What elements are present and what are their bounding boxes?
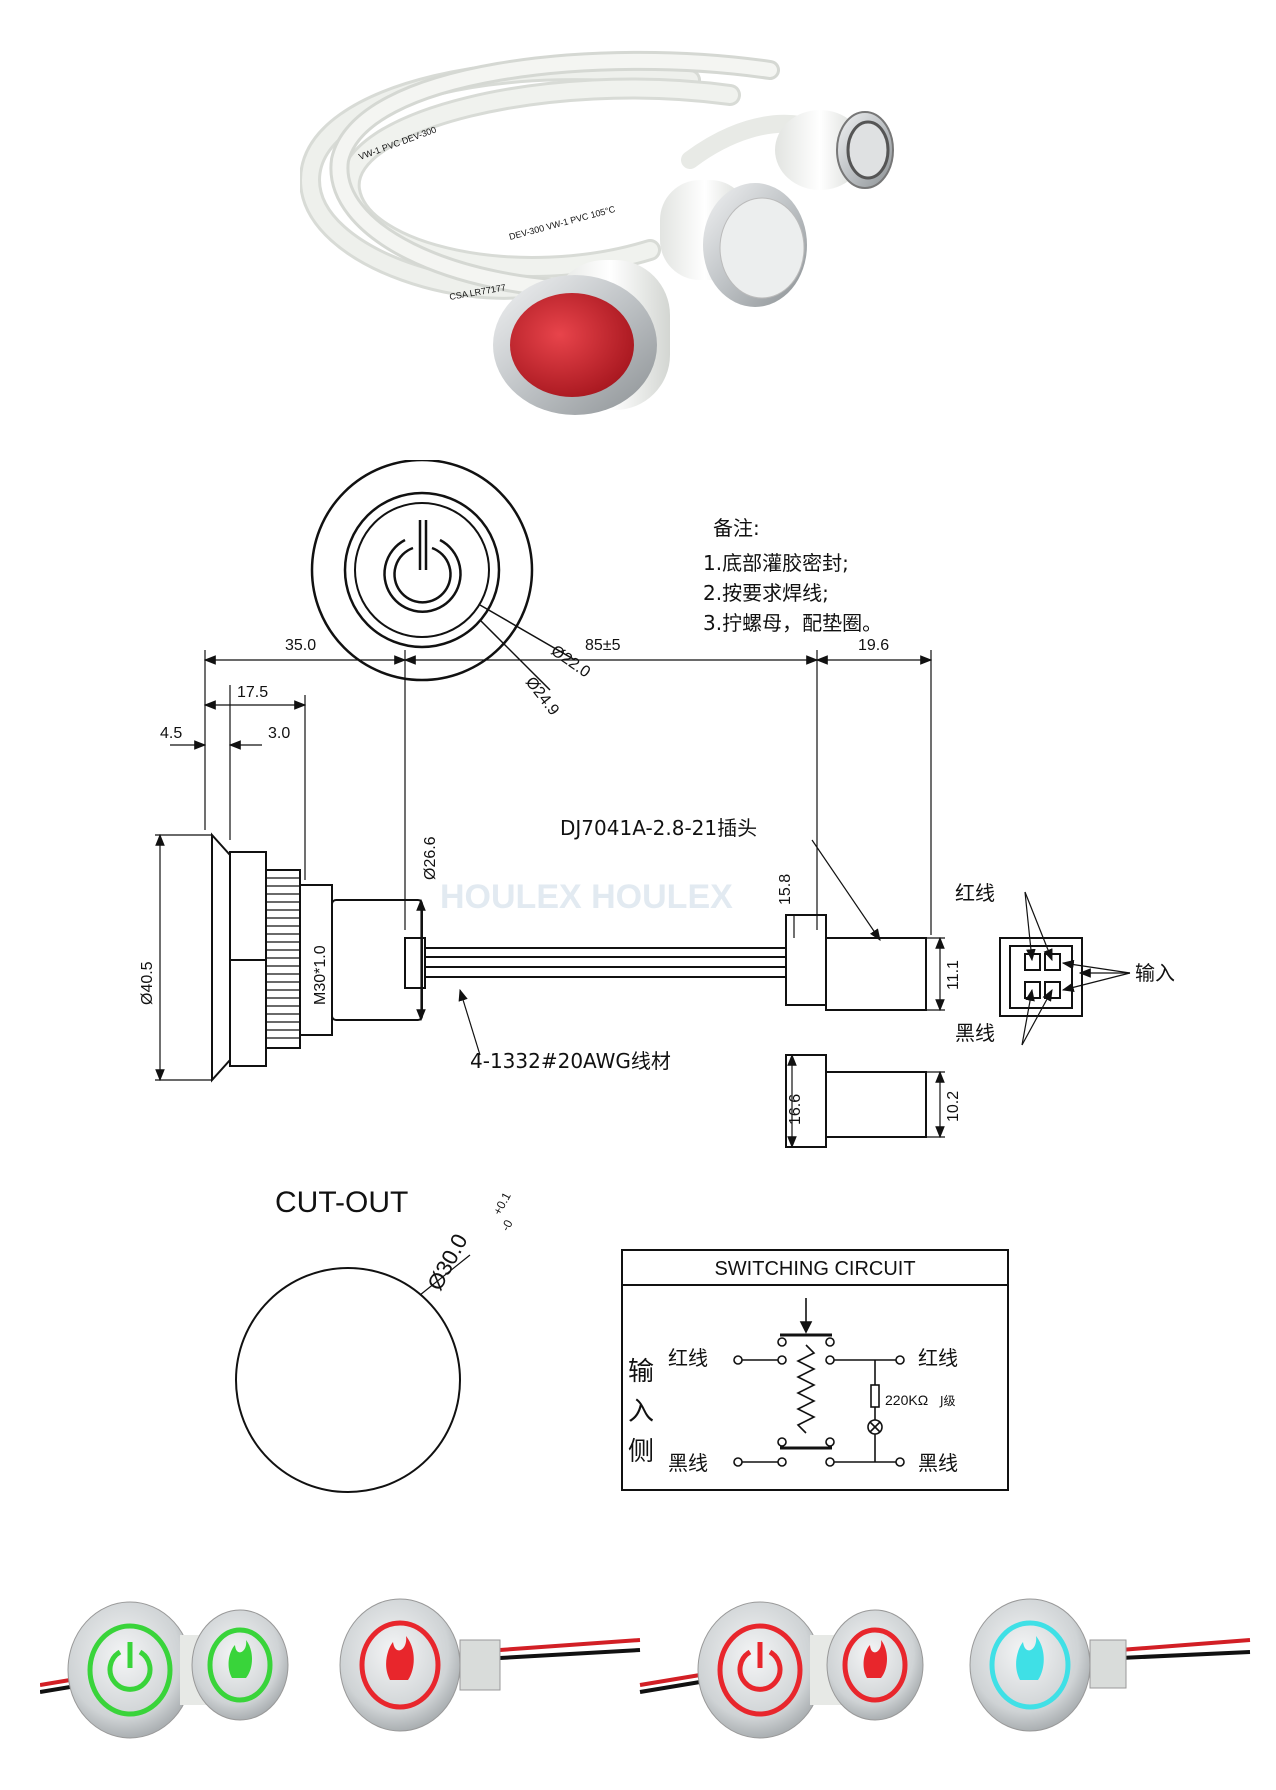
notes-block: 备注: 1.底部灌胶密封; 2.按要求焊线; 3.拧螺母，配垫圈。 [703, 516, 882, 635]
circuit-right-red: 红线 [918, 1346, 958, 1370]
cutout-circle [235, 1267, 461, 1493]
connector-end-view [999, 937, 1083, 1017]
circuit-grade: J级 [939, 1394, 956, 1408]
circuit-side-3: 侧 [628, 1437, 654, 1467]
green-power-button [67, 1601, 193, 1739]
dim-conn-side1: 16.6 [787, 1094, 804, 1125]
circuit-left-black: 黑线 [668, 1451, 708, 1475]
red-wire-label: 红线 [955, 881, 995, 905]
circuit-resistor: 220KΩ [885, 1392, 928, 1408]
black-wire-label: 黑线 [955, 1021, 995, 1045]
connector-label: DJ7041A-2.8-21插头 [560, 816, 757, 840]
cyan-flame-button [969, 1598, 1127, 1732]
note-3: 3.拧螺母，配垫圈。 [703, 611, 882, 635]
product-photo-top: DEV-300 VW-1 PVC 105°C VW-1 PVC DEV-300 … [298, 40, 980, 450]
watermark: HOULEX HOULEX [440, 878, 733, 916]
product-photo-bottom [39, 1540, 1260, 1760]
red-flame-button-2 [810, 1609, 924, 1721]
switching-circuit: SWITCHING CIRCUIT 输 入 侧 红线 黑线 红线 黑线 220K… [621, 1249, 1009, 1491]
side-view [211, 832, 927, 1083]
dim-3-0: 3.0 [268, 725, 290, 742]
steel-button-small [775, 110, 894, 190]
circuit-title: SWITCHING CIRCUIT [714, 1258, 915, 1280]
technical-drawing: Ø22.0 Ø24.9 备注: 1.底部灌胶密封; 2.按要求焊线; 3.拧螺母… [0, 458, 1276, 1160]
notes-title: 备注: [713, 516, 760, 540]
red-button [493, 260, 670, 415]
dim-19-6: 19.6 [858, 637, 889, 654]
dim-conn-side2: 10.2 [945, 1091, 962, 1122]
cutout-and-circuit: CUT-OUT Ø30.0 +0.1 -0 SWITCHING CIRCUIT … [0, 1180, 1276, 1500]
connector-side-view [785, 1054, 927, 1148]
circuit-side-2: 入 [628, 1397, 654, 1427]
dim-85: 85±5 [585, 637, 621, 654]
dim-4-5: 4.5 [160, 725, 182, 742]
note-2: 2.按要求焊线; [703, 581, 829, 605]
cutout-dim: Ø30.0 [422, 1230, 472, 1295]
red-flame-button [339, 1598, 501, 1732]
input-label: 输入 [1135, 961, 1175, 985]
dim-thread: M30*1.0 [312, 945, 329, 1005]
dim-body-dia: Ø26.6 [422, 836, 439, 880]
wire-label: 4-1332#20AWG线材 [470, 1049, 671, 1073]
circuit-left-red: 红线 [668, 1346, 708, 1370]
dim-outer-diameter: Ø24.9 [522, 674, 562, 719]
dim-17-5: 17.5 [237, 684, 268, 701]
cutout-tol-upper: +0.1 [490, 1190, 514, 1218]
front-view [310, 458, 576, 691]
power-icon [383, 520, 462, 613]
circuit-side-1: 输 [628, 1357, 654, 1387]
white-button [660, 180, 807, 307]
green-flame-button [180, 1609, 289, 1721]
dim-flange-dia: Ø40.5 [139, 961, 156, 1005]
cutout-title: CUT-OUT [275, 1186, 408, 1219]
note-1: 1.底部灌胶密封; [703, 551, 849, 575]
red-power-button [697, 1601, 823, 1739]
cutout-tol-lower: -0 [498, 1217, 516, 1233]
circuit-right-black: 黑线 [918, 1451, 958, 1475]
dim-35: 35.0 [285, 637, 316, 654]
dim-conn-h1: 15.8 [777, 874, 794, 905]
dim-conn-h2: 11.1 [945, 960, 962, 990]
